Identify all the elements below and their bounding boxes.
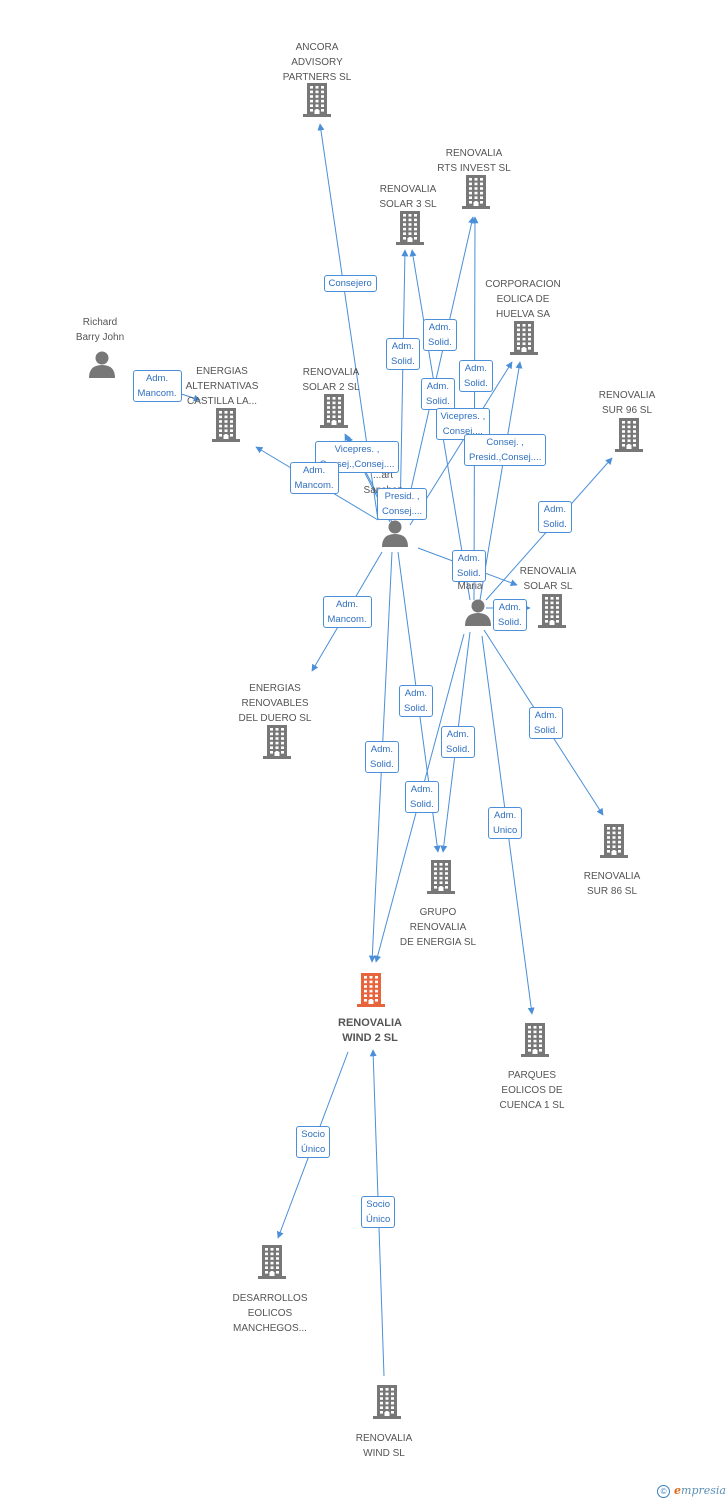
- edge-label-windsl-wind2[interactable]: Socio Único: [361, 1196, 396, 1228]
- node-label-sur86[interactable]: RENOVALIA SUR 86 SL: [583, 871, 641, 897]
- node-label-solar3[interactable]: RENOVALIA SOLAR 3 SL: [379, 184, 437, 210]
- node-label-sur96[interactable]: RENOVALIA SUR 96 SL: [598, 390, 656, 416]
- building-icon-grupo[interactable]: [376, 860, 506, 894]
- building-icon-duero[interactable]: [212, 725, 342, 759]
- node-label-cuenca[interactable]: PARQUES EOLICOS DE CUENCA 1 SL: [499, 1070, 565, 1111]
- node-label-rts[interactable]: RENOVALIA RTS INVEST SL: [437, 148, 511, 174]
- edge-label-stuart-solar2[interactable]: Vicepres. , Consej.,Consej....: [314, 441, 400, 473]
- building-icon-sur86[interactable]: [549, 824, 679, 858]
- node-label-richard[interactable]: Richard Barry John: [75, 317, 125, 343]
- edge-label-person2-grupo[interactable]: Adm. Solid.: [441, 726, 475, 758]
- footer-brand: ©empresia: [657, 1484, 726, 1498]
- node-label-solarsl[interactable]: RENOVALIA SOLAR SL: [519, 566, 577, 592]
- person-icon-richard[interactable]: [37, 350, 167, 378]
- edge-label-stuart-ancora[interactable]: Consejero: [323, 274, 377, 292]
- copyright-icon: ©: [657, 1485, 671, 1498]
- edge-stuart-rts: [403, 216, 476, 521]
- building-icon-corporacion[interactable]: [459, 321, 589, 355]
- edge-label-person2-corporacion[interactable]: Consej. , Presid.,Consej....: [464, 434, 547, 466]
- node-label-energias_cl[interactable]: ENERGIAS ALTERNATIVAS CASTILLA LA...: [185, 366, 259, 407]
- edge-label-stuart-energias_cl[interactable]: Adm. Mancom.: [289, 462, 339, 494]
- node-label-corporacion[interactable]: CORPORACION EOLICA DE HUELVA SA: [485, 279, 561, 320]
- edge-person2-corporacion: [479, 361, 523, 601]
- edge-label-stuart-solarsl[interactable]: Adm. Solid.: [452, 550, 486, 582]
- node-label-wind2[interactable]: RENOVALIA WIND 2 SL: [338, 1017, 402, 1044]
- edge-label-richard-energias_cl[interactable]: Adm. Mancom.: [132, 370, 182, 402]
- building-icon-solar2[interactable]: [269, 394, 399, 428]
- building-icon-wind2[interactable]: [306, 973, 436, 1007]
- building-icon-energias_cl[interactable]: [161, 408, 291, 442]
- edge-label-stuart-solar2[interactable]: Presid. , Consej....: [377, 488, 428, 520]
- edge-label-person2-sur96[interactable]: Adm. Solid.: [538, 501, 572, 533]
- edge-label-person2-solar3[interactable]: Adm. Solid.: [423, 319, 457, 351]
- building-icon-ancora[interactable]: [252, 83, 382, 117]
- building-icon-windsl[interactable]: [322, 1385, 452, 1419]
- edge-label-person2-wind2[interactable]: Adm. Solid.: [405, 781, 439, 813]
- person-icon-stuart[interactable]: [330, 519, 460, 547]
- edge-label-stuart-grupo[interactable]: Adm. Solid.: [399, 685, 433, 717]
- edge-label-stuart-duero[interactable]: Adm. Mancom.: [322, 596, 372, 628]
- building-icon-manchegos[interactable]: [207, 1245, 337, 1279]
- edge-label-person2-sur86[interactable]: Adm. Solid.: [529, 707, 563, 739]
- node-label-ancora[interactable]: ANCORA ADVISORY PARTNERS SL: [282, 42, 352, 83]
- person-icon-person2[interactable]: [413, 598, 543, 626]
- node-label-duero[interactable]: ENERGIAS RENOVABLES DEL DUERO SL: [238, 683, 312, 724]
- building-icon-solarsl[interactable]: [487, 594, 617, 628]
- node-label-windsl[interactable]: RENOVALIA WIND SL: [355, 1433, 413, 1459]
- building-icon-sur96[interactable]: [564, 418, 694, 452]
- edge-label-wind2-manchegos[interactable]: Socio Único: [296, 1126, 331, 1158]
- node-label-manchegos[interactable]: DESARROLLOS EOLICOS MANCHEGOS...: [232, 1293, 308, 1334]
- edge-label-person2-rts[interactable]: Adm. Solid.: [459, 360, 493, 392]
- edge-label-stuart-solar3[interactable]: Adm. Solid.: [386, 338, 420, 370]
- building-icon-rts[interactable]: [411, 175, 541, 209]
- edge-label-person2-cuenca[interactable]: Adm. Unico: [488, 807, 523, 839]
- building-icon-cuenca[interactable]: [470, 1023, 600, 1057]
- edge-label-stuart-wind2[interactable]: Adm. Solid.: [365, 741, 399, 773]
- node-label-solar2[interactable]: RENOVALIA SOLAR 2 SL: [302, 367, 360, 393]
- edge-label-person2-solarsl[interactable]: Adm. Solid.: [493, 599, 527, 631]
- node-label-grupo[interactable]: GRUPO RENOVALIA DE ENERGIA SL: [399, 907, 477, 948]
- building-icon-solar3[interactable]: [345, 211, 475, 245]
- edge-label-stuart-rts[interactable]: Adm. Solid.: [421, 378, 455, 410]
- edge-stuart-solar3: [399, 249, 409, 521]
